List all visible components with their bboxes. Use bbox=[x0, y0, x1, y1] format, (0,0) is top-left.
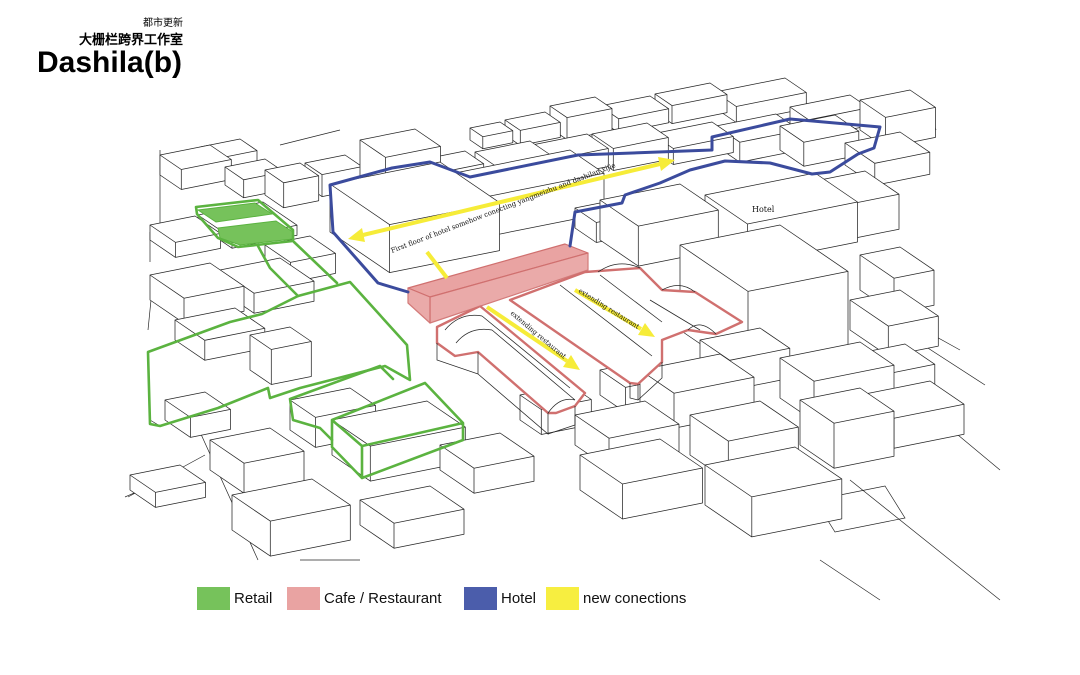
building-edges bbox=[779, 125, 859, 167]
cafe-restaurant-area bbox=[407, 243, 744, 435]
building-silhouette bbox=[231, 478, 351, 557]
retail-outline-front-box bbox=[330, 381, 465, 480]
building-edges bbox=[599, 199, 719, 267]
building-edges bbox=[209, 439, 305, 494]
restaurant-strip-left bbox=[435, 304, 587, 415]
connection-branch bbox=[425, 250, 449, 280]
building-silhouette bbox=[579, 438, 703, 520]
building bbox=[799, 387, 895, 469]
legend-swatch-retail bbox=[197, 587, 230, 610]
connection-arrow-shaft bbox=[362, 162, 661, 237]
building bbox=[129, 464, 206, 508]
retail-outline-large bbox=[146, 280, 412, 428]
header-studio: 大栅栏跨界工作室 bbox=[78, 32, 183, 47]
building-silhouette bbox=[149, 262, 245, 324]
new-connections bbox=[348, 157, 675, 370]
retail-outline-small-box bbox=[288, 364, 395, 442]
building bbox=[704, 446, 843, 538]
building-silhouette bbox=[264, 162, 320, 209]
hotel-building-label: Hotel bbox=[752, 205, 775, 214]
building-edges bbox=[249, 334, 312, 385]
building-silhouette bbox=[359, 485, 465, 549]
retail-area bbox=[146, 198, 465, 480]
legend-label-connections: new conections bbox=[583, 590, 687, 607]
building bbox=[469, 121, 514, 150]
building bbox=[249, 326, 312, 385]
hotel-outline bbox=[328, 117, 882, 294]
building-edges bbox=[704, 464, 842, 537]
building bbox=[504, 111, 561, 146]
building bbox=[359, 485, 465, 549]
building-edges bbox=[469, 127, 513, 149]
building bbox=[264, 162, 320, 209]
restaurant-bar-end bbox=[407, 287, 431, 324]
building-silhouette bbox=[799, 387, 895, 469]
building-silhouette bbox=[504, 111, 561, 146]
building bbox=[579, 438, 703, 520]
legend-item-hotel: Hotel bbox=[464, 587, 536, 610]
building-edges bbox=[174, 319, 265, 361]
connection-arrowhead-right bbox=[658, 157, 675, 171]
building-silhouette bbox=[849, 289, 939, 357]
building-silhouette bbox=[439, 432, 535, 494]
legend-swatch-connections bbox=[546, 587, 579, 610]
building bbox=[149, 215, 221, 258]
building bbox=[331, 400, 466, 482]
building-edges bbox=[549, 105, 613, 140]
legend-label-retail: Retail bbox=[234, 590, 273, 607]
page-title: Dashila(b) bbox=[37, 46, 183, 79]
header-category: 都市更新 bbox=[143, 18, 183, 29]
building-edges bbox=[439, 444, 535, 494]
building-edges bbox=[304, 162, 363, 197]
building-edges bbox=[264, 169, 319, 208]
extending-arrowhead-1 bbox=[563, 355, 580, 370]
extending-arrowhead-2 bbox=[638, 323, 655, 337]
building-edges bbox=[159, 154, 232, 190]
extending-arrow-1-shaft bbox=[485, 305, 569, 363]
legend-label-hotel: Hotel bbox=[501, 590, 537, 607]
building-silhouette bbox=[704, 446, 843, 538]
retail-outline-top bbox=[194, 198, 295, 249]
legend-label-cafe: Cafe / Restaurant bbox=[324, 590, 442, 607]
building-edges bbox=[231, 494, 351, 557]
building bbox=[231, 478, 351, 557]
legend-item-connections: new conections bbox=[546, 587, 686, 610]
building-edges bbox=[591, 133, 669, 171]
connection-arrowhead-left bbox=[348, 228, 365, 242]
legend-item-cafe: Cafe / Restaurant bbox=[287, 587, 442, 610]
building-silhouette bbox=[129, 464, 206, 508]
legend-item-retail: Retail bbox=[197, 587, 272, 610]
building-edges bbox=[149, 224, 221, 258]
retail-roof-upper bbox=[196, 202, 274, 223]
extending-arrow-2-shaft bbox=[573, 288, 643, 331]
legend-swatch-cafe bbox=[287, 587, 320, 610]
retail-outline-strip bbox=[256, 240, 339, 298]
building-edges bbox=[129, 474, 206, 508]
building bbox=[849, 289, 939, 357]
building-edges bbox=[799, 399, 895, 469]
building-edges bbox=[579, 454, 703, 519]
building bbox=[439, 432, 535, 494]
building-silhouette bbox=[149, 215, 221, 258]
legend-swatch-hotel bbox=[464, 587, 497, 610]
building-silhouette bbox=[249, 326, 312, 385]
building bbox=[329, 161, 500, 273]
building-edges bbox=[654, 93, 728, 124]
restaurant-vault-lines bbox=[436, 263, 717, 435]
building-edges bbox=[359, 499, 465, 549]
building-silhouette bbox=[329, 161, 500, 273]
building-massing bbox=[129, 77, 965, 557]
